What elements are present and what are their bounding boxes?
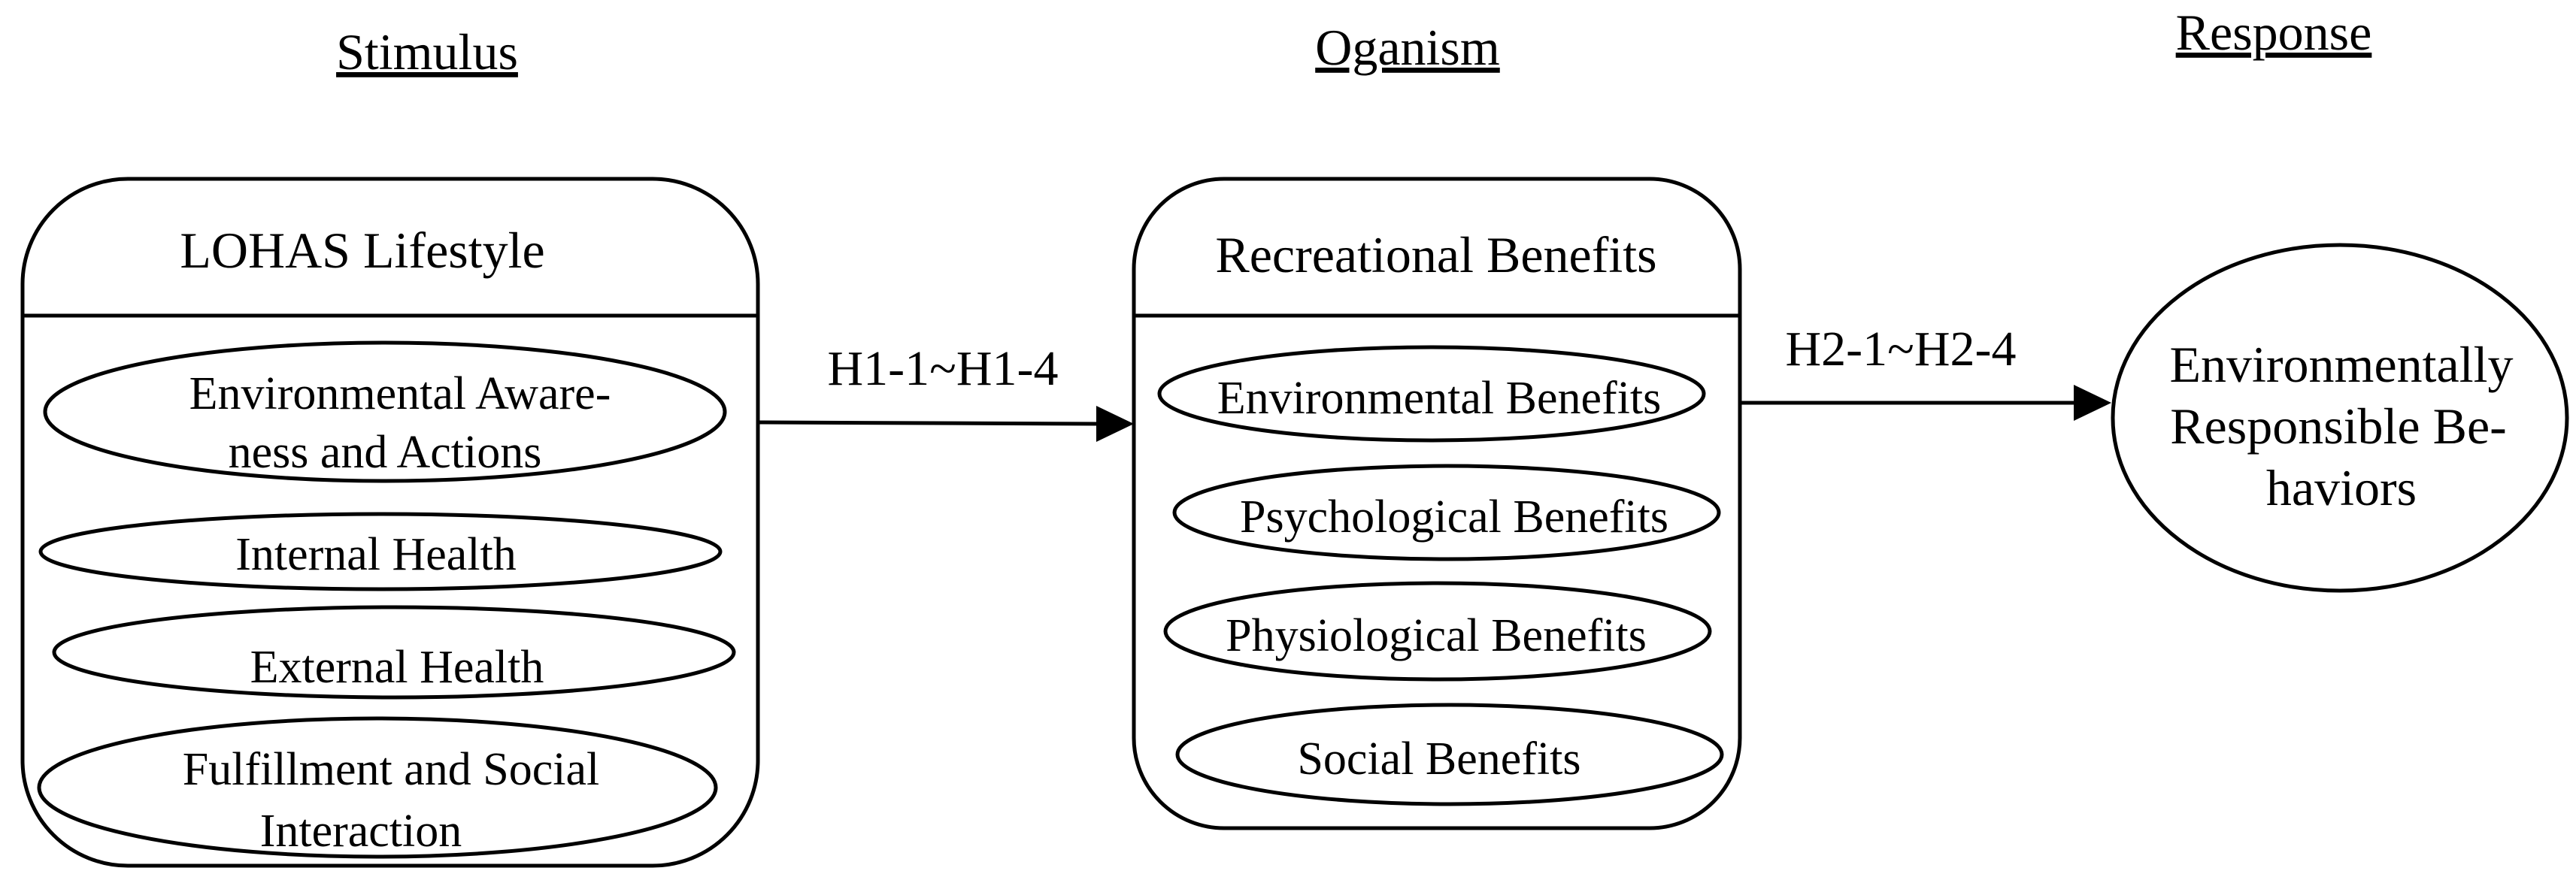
lohas-item-label: External Health — [250, 642, 544, 693]
lohas-item-ellipse — [37, 716, 718, 859]
organism-heading: Oganism — [1315, 19, 1500, 76]
stimulus-heading: Stimulus — [336, 23, 518, 80]
recreational-benefits-panel: Recreational Benefits Environmental Bene… — [1132, 177, 1742, 830]
edge-h2-label: H2-1~H2-4 — [1786, 322, 2017, 376]
lohas-item-label: Fulfillment and Social — [183, 744, 600, 795]
lohas-item-ellipse — [43, 340, 727, 483]
recreational-item-label: Psychological Benefits — [1240, 491, 1668, 543]
response-node-label: haviors — [2266, 459, 2417, 516]
response-node-ellipse — [2111, 243, 2569, 593]
lohas-lifestyle-panel: LOHAS Lifestyle Environmental Aware- nes… — [20, 177, 760, 868]
edge-h2-arrowhead — [2074, 385, 2111, 421]
lohas-item-external-health: External Health — [52, 605, 736, 700]
recreational-benefits-title: Recreational Benefits — [1215, 226, 1656, 283]
response-node-label: Responsible Be- — [2170, 398, 2507, 455]
response-node: Environmentally Responsible Be- haviors — [2111, 243, 2569, 593]
lohas-item-ellipse — [52, 605, 736, 700]
recreational-item-physiological: Physiological Benefits — [1163, 581, 1712, 682]
recreational-item-environmental: Environmental Benefits — [1157, 345, 1706, 443]
recreational-item-ellipse — [1175, 703, 1724, 806]
lohas-lifestyle-title: LOHAS Lifestyle — [180, 222, 544, 279]
recreational-item-ellipse — [1163, 581, 1712, 682]
lohas-item-ellipse — [38, 512, 723, 591]
recreational-item-label: Physiological Benefits — [1226, 610, 1647, 661]
lohas-item-environmental-awareness: Environmental Aware- ness and Actions — [43, 340, 727, 483]
lohas-item-fulfillment-social: Fulfillment and Social Interaction — [37, 716, 718, 859]
edge-h2: H2-1~H2-4 — [1740, 322, 2111, 421]
lohas-item-label: Environmental Aware- — [189, 368, 611, 419]
lohas-item-label: Internal Health — [235, 529, 517, 580]
response-node-label: Environmentally — [2169, 336, 2513, 393]
recreational-item-ellipse — [1172, 464, 1721, 561]
lohas-item-label: Interaction — [260, 806, 462, 857]
edge-h1: H1-1~H1-4 — [759, 341, 1134, 442]
edge-h1-line — [759, 420, 1100, 426]
lohas-item-internal-health: Internal Health — [38, 512, 723, 591]
recreational-item-label: Environmental Benefits — [1217, 373, 1662, 424]
lohas-item-label: ness and Actions — [229, 427, 542, 478]
response-heading: Response — [2176, 4, 2372, 61]
recreational-item-psychological: Psychological Benefits — [1172, 464, 1721, 561]
recreational-item-label: Social Benefits — [1297, 733, 1580, 785]
recreational-item-ellipse — [1157, 345, 1706, 443]
edge-h1-arrowhead — [1096, 406, 1134, 442]
edge-h1-label: H1-1~H1-4 — [828, 341, 1059, 396]
recreational-item-social: Social Benefits — [1175, 703, 1724, 806]
